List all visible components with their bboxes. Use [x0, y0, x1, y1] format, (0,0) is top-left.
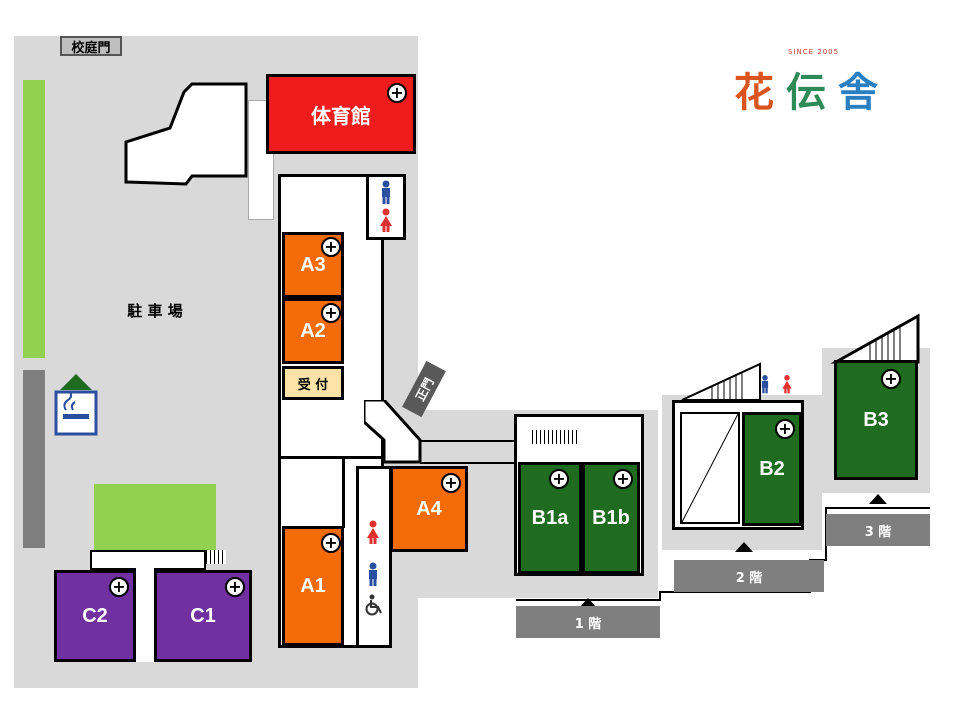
toilet-female-icon	[377, 208, 395, 232]
school-gate-text: 校庭門	[71, 40, 111, 56]
floor-1-stairs	[532, 430, 578, 444]
gym-info-icon[interactable]: +	[387, 83, 407, 103]
logo-char-2: 伝	[786, 69, 826, 116]
logo: SINCE 2005 花 伝 舎	[734, 48, 894, 116]
floor-3-pointer	[869, 494, 887, 504]
floor-2-toilet-male-icon	[758, 374, 772, 394]
room-b1a-info-icon[interactable]: +	[549, 469, 569, 489]
bridge-line	[420, 440, 520, 442]
room-b1b-label: B1b	[592, 506, 630, 529]
logo-char-3: 舎	[838, 69, 878, 116]
floor-3-roof	[830, 313, 920, 364]
floor-2-toilet-female-icon	[780, 374, 794, 394]
floor-3-label: 3 階	[826, 514, 930, 546]
corridor-line	[342, 456, 345, 528]
annex-building	[124, 82, 248, 186]
wheelchair-icon	[364, 594, 384, 616]
smoking-area-icon	[54, 374, 98, 436]
restroom-lower	[356, 466, 392, 648]
toilet-male-icon	[364, 562, 382, 586]
room-c1[interactable]: C1 +	[154, 570, 252, 662]
room-a3-label: A3	[300, 253, 326, 276]
floor-2-void	[680, 412, 740, 524]
room-c2-label: C2	[82, 604, 108, 627]
floor-1-label: 1 階	[516, 606, 660, 638]
room-c1-label: C1	[190, 604, 216, 627]
room-b1a-label: B1a	[531, 506, 569, 529]
room-b1b[interactable]: B1b +	[582, 462, 640, 574]
floor-2-roof	[681, 362, 761, 401]
parking-label: 駐 車 場	[127, 302, 183, 320]
school-gate-label: 校庭門	[60, 36, 122, 56]
room-a4-label: A4	[416, 497, 442, 520]
toilet-female-icon	[364, 520, 382, 544]
gym-room[interactable]: 体育館 +	[266, 74, 416, 154]
room-a2-label: A2	[300, 319, 326, 342]
gym-label: 体育館	[311, 105, 371, 128]
room-a1-label: A1	[300, 574, 326, 597]
corridor-connector	[248, 100, 274, 220]
logo-since: SINCE 2005	[788, 48, 840, 56]
room-a1-info-icon[interactable]: +	[321, 533, 341, 553]
c-stairs	[206, 550, 226, 564]
reception-label: 受 付	[297, 377, 329, 393]
room-b1b-info-icon[interactable]: +	[613, 469, 633, 489]
bridge-line	[420, 462, 520, 464]
room-b2-label: B2	[759, 457, 785, 480]
lawn-strip	[23, 80, 45, 358]
room-a3[interactable]: A3 +	[282, 232, 344, 298]
room-b2-info-icon[interactable]: +	[775, 419, 795, 439]
floor-2-pointer	[735, 542, 753, 552]
room-b3[interactable]: B3 +	[834, 360, 918, 480]
lawn-field	[94, 484, 216, 550]
c-building-corridor	[90, 550, 206, 570]
floor-1-pointer	[579, 598, 597, 608]
room-a4[interactable]: A4 +	[390, 466, 468, 552]
room-a3-info-icon[interactable]: +	[321, 237, 341, 257]
room-a2[interactable]: A2 +	[282, 298, 344, 364]
toilet-male-icon	[377, 180, 395, 204]
wall-strip	[23, 370, 45, 548]
corridor-line	[278, 456, 384, 459]
room-b1a[interactable]: B1a +	[518, 462, 582, 574]
room-c1-info-icon[interactable]: +	[225, 577, 245, 597]
room-c2-info-icon[interactable]: +	[109, 577, 129, 597]
room-a4-info-icon[interactable]: +	[441, 473, 461, 493]
room-a1[interactable]: A1 +	[282, 526, 344, 646]
room-b2[interactable]: B2 +	[742, 412, 802, 526]
gate-corridor	[364, 400, 422, 464]
reception-room[interactable]: 受 付	[282, 366, 344, 400]
room-a2-info-icon[interactable]: +	[321, 303, 341, 323]
floor-2-label: 2 階	[674, 560, 824, 592]
logo-char-1: 花	[734, 69, 774, 116]
c-building-stem	[136, 568, 154, 662]
room-c2[interactable]: C2 +	[54, 570, 136, 662]
room-b3-info-icon[interactable]: +	[881, 369, 901, 389]
room-b3-label: B3	[863, 408, 889, 431]
